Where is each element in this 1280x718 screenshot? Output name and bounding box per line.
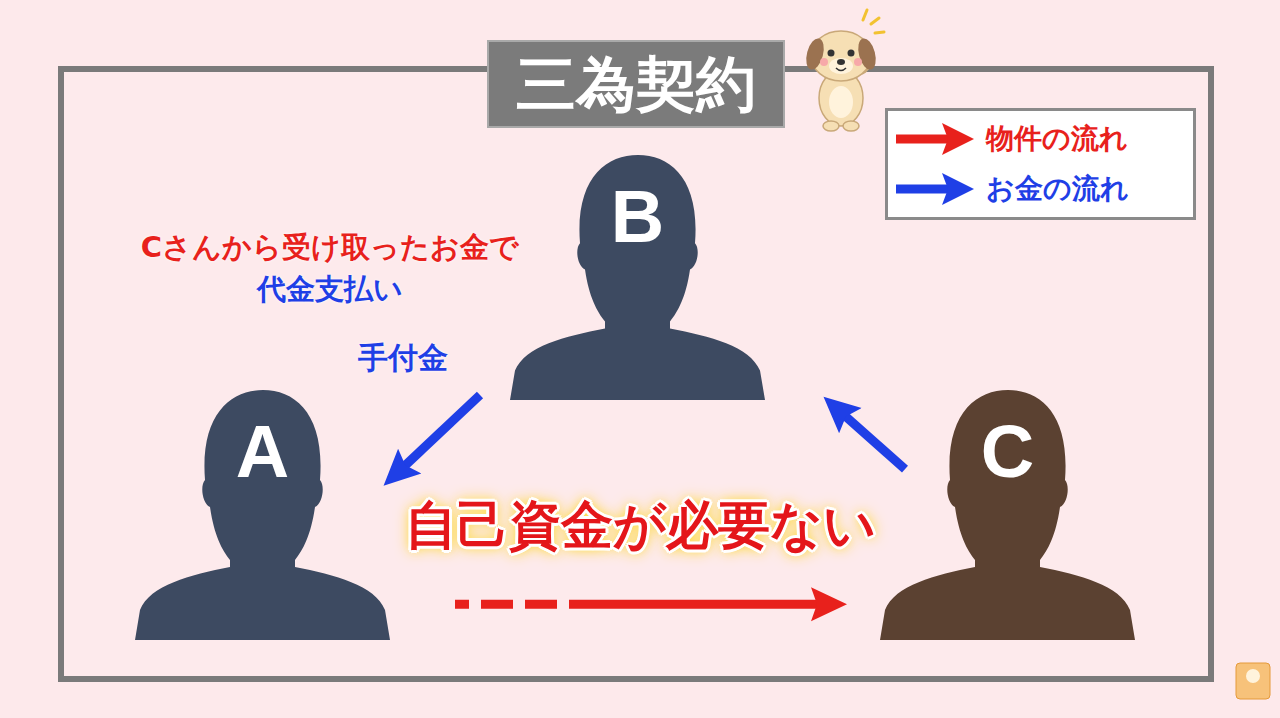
dog-mascot: [803, 10, 884, 131]
money-flow-arrow: [404, 395, 480, 467]
emphasis-note: 自己資金が必要ない: [340, 494, 940, 556]
legend-arrow: [894, 169, 976, 209]
legend-text: お金の流れ: [986, 170, 1129, 208]
note-text: 代金支払い: [100, 272, 560, 307]
silhouette-outline: [880, 390, 1135, 640]
silhouette-outline: [510, 155, 765, 400]
legend-row: お金の流れ: [894, 164, 1187, 214]
title-banner: 三為契約: [487, 40, 785, 128]
person-silhouette: C: [880, 385, 1135, 640]
silhouette-outline: [135, 390, 390, 640]
note-text: Cさんから受け取ったお金で: [100, 230, 560, 265]
person-silhouette: B: [510, 150, 765, 400]
person-letter: C: [880, 415, 1135, 489]
person-letter: A: [135, 415, 390, 489]
legend-box: 物件の流れお金の流れ: [885, 108, 1196, 220]
frame: [61, 69, 1211, 679]
money-flow-arrow: [844, 415, 905, 469]
legend-text: 物件の流れ: [986, 120, 1128, 158]
edge-label: 手付金: [340, 340, 465, 376]
property-flow-arrow: [455, 600, 819, 609]
legend-arrow: [894, 119, 976, 159]
logo-badge: [1236, 663, 1270, 699]
legend-row: 物件の流れ: [894, 114, 1187, 164]
person-letter: B: [510, 180, 765, 254]
person-silhouette: A: [135, 385, 390, 640]
